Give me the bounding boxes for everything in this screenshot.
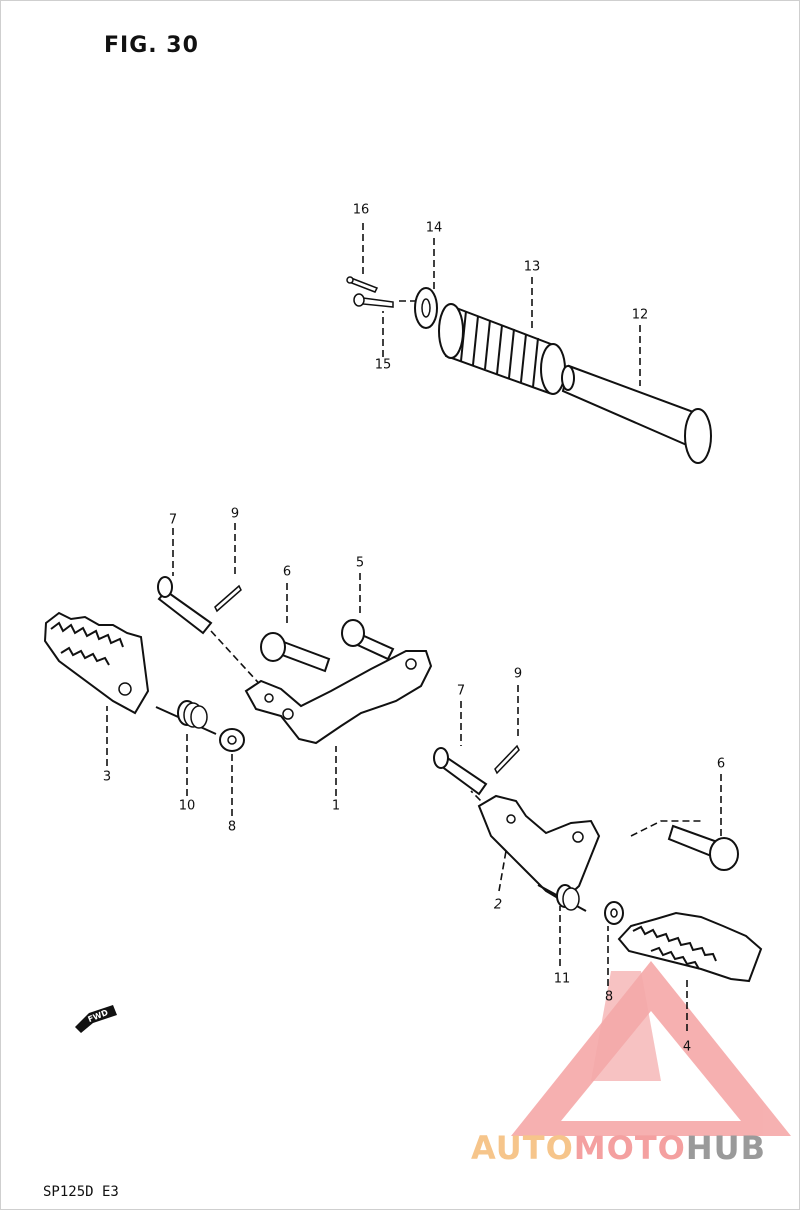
callout-8: 8 <box>227 819 237 835</box>
cotter-part-9-right <box>494 744 520 775</box>
watermark-part-moto: MOTO <box>573 1129 686 1167</box>
callout-6: 6 <box>282 564 292 580</box>
callout-5: 5 <box>355 555 365 571</box>
bolt-part-6 <box>260 632 331 673</box>
callout-8-right: 8 <box>604 989 614 1005</box>
footrest-rubber-part-13 <box>438 303 566 395</box>
washer-part-14 <box>414 287 438 329</box>
callout-11: 11 <box>553 971 571 987</box>
callout-10: 10 <box>178 798 196 814</box>
pin-part-7-right <box>433 747 488 796</box>
spring-part-11 <box>537 884 587 912</box>
footrest-bar-part-12 <box>561 364 712 464</box>
callout-4: 4 <box>682 1039 692 1055</box>
figure-title: FIG. 30 <box>104 33 199 58</box>
cotter-pin-part-16 <box>346 276 379 293</box>
callout-13: 13 <box>523 259 541 275</box>
callout-14: 14 <box>425 220 443 236</box>
callout-15: 15 <box>374 357 392 373</box>
callout-3: 3 <box>102 769 112 785</box>
bracket-part-2 <box>477 794 601 903</box>
callout-16: 16 <box>352 202 370 218</box>
callout-2: 2 <box>493 897 503 913</box>
leader-lines <box>106 223 722 1031</box>
callout-9-right: 9 <box>513 666 523 682</box>
washer-part-8-right <box>604 901 624 925</box>
watermark-part-auto: AUTO <box>471 1129 574 1167</box>
model-code: SP125D E3 <box>43 1184 119 1200</box>
bolt-part-6-right <box>667 824 739 871</box>
callout-7: 7 <box>168 512 178 528</box>
bracket-part-1 <box>244 650 433 745</box>
bolt-part-5 <box>341 619 395 661</box>
fwd-arrow-icon <box>75 1005 117 1033</box>
callout-12: 12 <box>631 307 649 323</box>
callout-9: 9 <box>230 506 240 522</box>
cotter-part-9 <box>214 584 242 613</box>
watermark-text: AUTOMOTOHUB <box>471 1129 766 1167</box>
callout-1: 1 <box>331 798 341 814</box>
washer-part-8 <box>219 728 245 752</box>
watermark-part-hub: HUB <box>685 1129 767 1167</box>
footrest-part-3 <box>43 611 150 715</box>
clevis-pin-part-15 <box>353 293 394 308</box>
callout-6-right: 6 <box>716 756 726 772</box>
watermark-logo <box>511 961 791 1136</box>
footrest-part-4 <box>617 911 763 983</box>
spring-part-10 <box>155 700 217 735</box>
callout-7-right: 7 <box>456 683 466 699</box>
pin-part-7 <box>157 576 213 635</box>
